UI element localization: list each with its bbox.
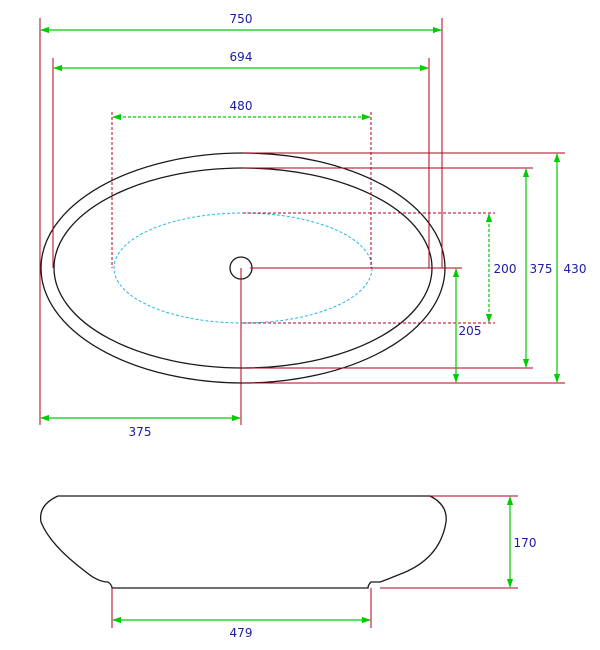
dim-drain-offset: 375 — [129, 425, 152, 439]
dim-rim-inner-width: 375 — [530, 262, 553, 276]
side-extension-lines — [111, 495, 518, 628]
side-view: 170 479 — [39, 495, 537, 640]
extension-lines — [39, 18, 565, 425]
dim-overall-width: 430 — [564, 262, 587, 276]
basin-hidden-lines — [111, 112, 495, 324]
dim-basin-length: 480 — [230, 99, 253, 113]
dim-rim-inner-length: 694 — [230, 50, 253, 64]
side-profile-outline — [39, 495, 447, 589]
dim-side-height: 170 — [514, 536, 537, 550]
side-dimension-lines — [112, 496, 514, 624]
dashed-dimension-lines — [112, 113, 493, 323]
dim-overall-length: 750 — [230, 12, 253, 26]
dim-basin-width: 200 — [494, 262, 517, 276]
dimension-lines — [40, 26, 561, 422]
dim-side-base-length: 479 — [230, 626, 253, 640]
top-view: 750 694 480 375 200 375 430 205 — [39, 12, 587, 439]
dim-drain-height: 205 — [459, 324, 482, 338]
